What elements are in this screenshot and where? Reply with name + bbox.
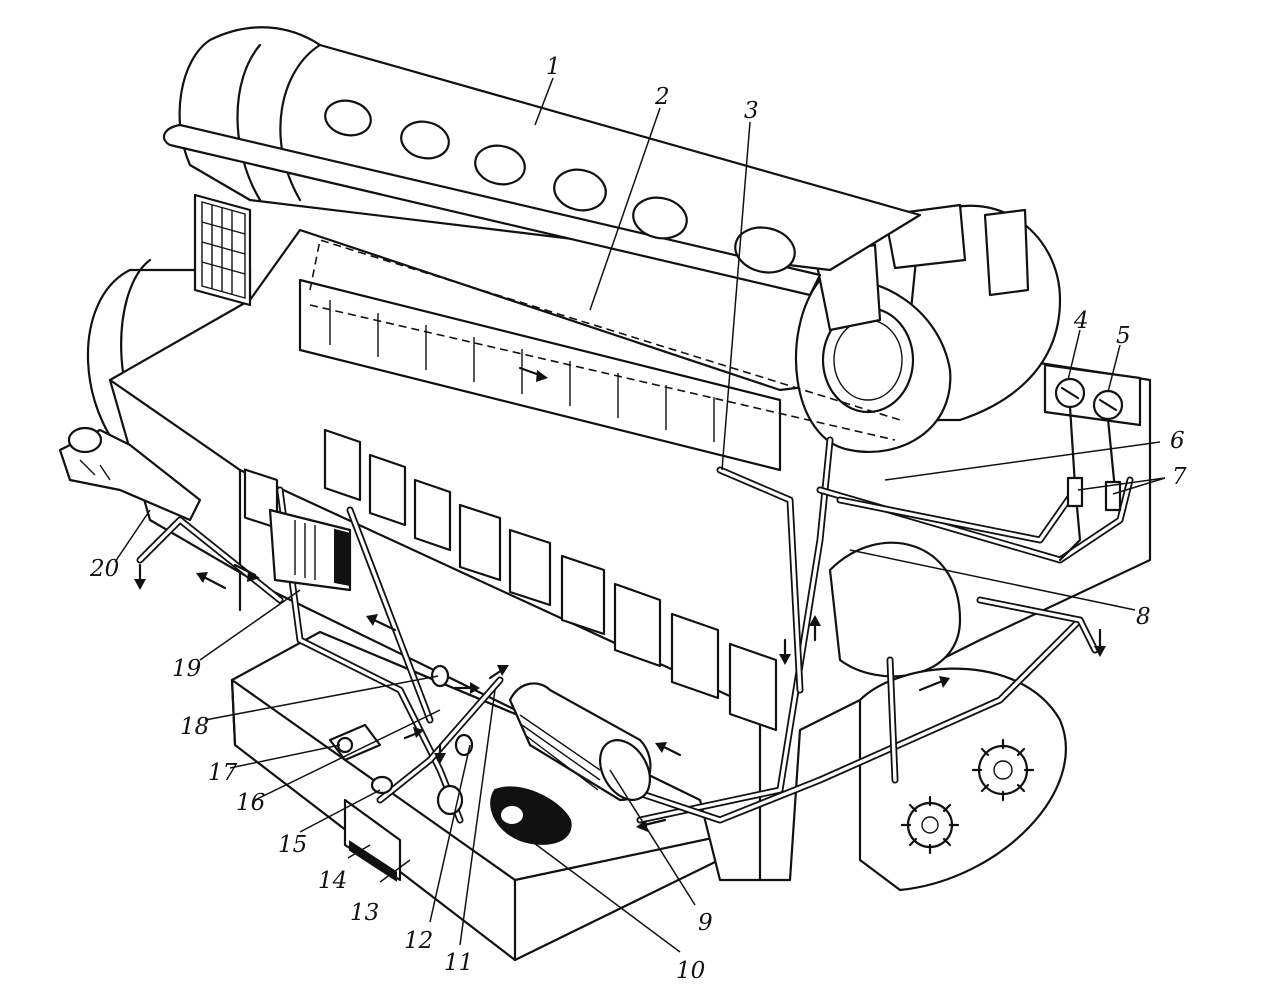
callout-15: 15 [278, 832, 307, 858]
crankcase-doors-row [323, 428, 778, 732]
callout-1: 1 [546, 54, 561, 80]
callout-2: 2 [654, 84, 670, 110]
callout-7: 7 [1172, 464, 1187, 490]
gauge-sensors [1058, 405, 1122, 562]
cylinder-head-cover [162, 26, 922, 297]
callout-16: 16 [236, 790, 265, 816]
leader-lines [114, 77, 1166, 953]
callout-8: 8 [1136, 604, 1151, 630]
callout-10: 10 [676, 958, 705, 984]
oil-filter [508, 682, 652, 802]
callout-17: 17 [208, 760, 238, 786]
callout-6: 6 [1170, 428, 1185, 454]
callout-3: 3 [744, 98, 759, 124]
pressure-gauge-icon [1092, 389, 1124, 421]
head-inspection-ports [324, 99, 796, 274]
callout-5: 5 [1116, 323, 1131, 349]
callout-13: 13 [350, 900, 379, 926]
callout-18: 18 [180, 714, 209, 740]
pressure-gauge-icon [1054, 377, 1086, 409]
camshaft-gallery [309, 238, 901, 441]
flow-arrows [134, 366, 1106, 832]
callout-12: 12 [404, 928, 433, 954]
gear-icon [900, 795, 960, 855]
hand-priming-pump [58, 426, 202, 522]
oil-cooler [268, 508, 352, 592]
callout-9: 9 [698, 910, 713, 936]
callout-14: 14 [318, 868, 347, 894]
air-intake-grille [193, 193, 252, 307]
callout-20: 20 [89, 556, 119, 582]
callout-11: 11 [444, 950, 473, 976]
callout-19: 19 [172, 656, 201, 682]
callout-labels: 1 2 3 4 5 6 7 8 9 10 11 12 13 14 15 16 1… [89, 54, 1187, 984]
gear-icon [971, 738, 1035, 802]
drain-block [343, 798, 402, 882]
oil-pump [490, 786, 572, 845]
crankcase-doors [243, 468, 279, 530]
callout-4: 4 [1073, 308, 1089, 334]
